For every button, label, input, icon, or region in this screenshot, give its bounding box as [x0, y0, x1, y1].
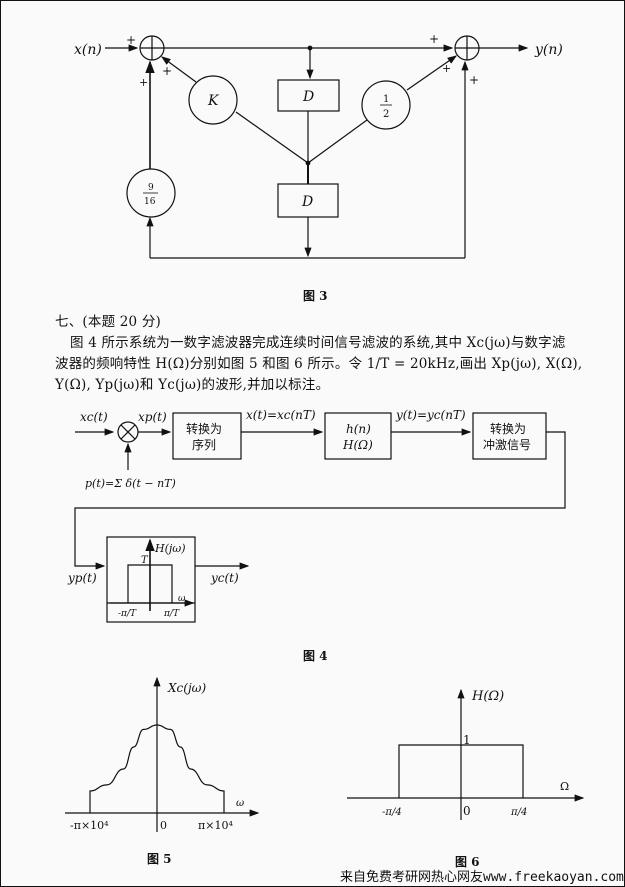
figure-5-chart: Xc(jω) ω -π×10⁴ 0 π×10⁴ — [65, 676, 260, 832]
convert-imp-line2: 冲激信号 — [483, 437, 531, 452]
filter-h-n: h(n) — [346, 422, 371, 436]
sign: + — [429, 32, 439, 46]
figure-6-caption: 图 6 — [455, 855, 480, 869]
fig5-xlabel: ω — [236, 798, 244, 809]
fig5-tick-neg: -π×10⁴ — [70, 819, 109, 832]
problem-line-2: 波器的频响特性 H(Ω)分别如图 5 和图 6 所示。令 1/T = 20kHz… — [55, 356, 583, 372]
problem-heading: 七、(本题 20 分) — [55, 314, 161, 330]
delay-label-1: D — [302, 89, 314, 105]
filter-H-omega: H(Ω) — [342, 438, 373, 452]
figure-4-caption: 图 4 — [303, 649, 328, 663]
problem-line-1: 图 4 所示系统为一数字滤波器完成连续时间信号滤波的系统,其中 Xc(jω)与数… — [70, 335, 566, 351]
gain-k — [188, 75, 238, 125]
gain-half — [361, 80, 411, 130]
xc-label: xc(t) — [80, 410, 108, 424]
gain-9-16 — [126, 168, 176, 218]
watermark: 来自免费考研网热心网友www.freekaoyan.com — [340, 870, 624, 885]
p-label: p(t)=Σ δ(t − nT) — [85, 477, 176, 490]
convert-seq-line1: 转换为 — [186, 421, 222, 436]
fig5-ylabel: Xc(jω) — [167, 681, 206, 695]
xp-label: xp(t) — [138, 410, 167, 424]
gain-916-den: 16 — [144, 197, 156, 207]
figure-5-caption: 图 5 — [147, 852, 172, 866]
figure-4 — [74, 412, 566, 623]
lpf-pos-cutoff: π/T — [163, 609, 180, 619]
lowpass-filter-block — [106, 536, 196, 623]
fig3-input-label: x(n) — [74, 42, 102, 58]
lpf-axis: ω — [178, 594, 186, 604]
gain-916-num: 9 — [148, 183, 154, 193]
sign: + — [126, 33, 136, 47]
lpf-title: H(jω) — [154, 542, 186, 555]
fig5-tick-zero: 0 — [160, 819, 167, 832]
fig5-tick-pos: π×10⁴ — [198, 819, 233, 832]
gain-half-num: 1 — [383, 94, 389, 105]
digital-filter-block — [324, 412, 392, 460]
yc-label: yc(t) — [210, 571, 239, 585]
figure-6-chart: H(Ω) Ω 1 0 -π/4 π/4 — [347, 688, 585, 820]
figure-3 — [105, 35, 529, 259]
convert-imp-line1: 转换为 — [490, 421, 526, 436]
lpf-neg-cutoff: -π/T — [118, 609, 137, 619]
fig6-tick-pos: π/4 — [510, 807, 527, 818]
convert-to-impulse-block — [472, 412, 547, 460]
problem-line-3: Y(Ω), Yp(jω)和 Yc(jω)的波形,并加以标注。 — [55, 377, 330, 393]
lpf-gain: T — [141, 555, 149, 566]
fig5-spectrum-curve — [89, 724, 225, 813]
fig3-output-label: y(n) — [534, 42, 563, 58]
y-n-label: y(t)=yc(nT) — [395, 408, 466, 422]
fig6-tick-neg: -π/4 — [382, 807, 402, 818]
delay-label-2: D — [301, 194, 313, 210]
sign: + — [139, 76, 148, 89]
gain-half-den: 2 — [383, 109, 389, 120]
convert-seq-line2: 序列 — [192, 437, 216, 452]
fig6-tick-zero: 0 — [463, 804, 471, 818]
fig6-ytick-1: 1 — [463, 733, 471, 747]
figure-3-caption: 图 3 — [303, 289, 328, 303]
fig6-response-curve — [398, 744, 524, 798]
sign: + — [162, 64, 172, 78]
yp-label: yp(t) — [67, 571, 97, 585]
sign: + — [469, 73, 479, 87]
fig6-ylabel: H(Ω) — [471, 689, 504, 704]
gain-k-label: K — [207, 93, 220, 109]
convert-to-sequence-block — [172, 412, 242, 460]
fig6-xlabel: Ω — [560, 780, 569, 793]
x-n-label: x(t)=xc(nT) — [246, 408, 316, 422]
sign: + — [442, 62, 451, 75]
